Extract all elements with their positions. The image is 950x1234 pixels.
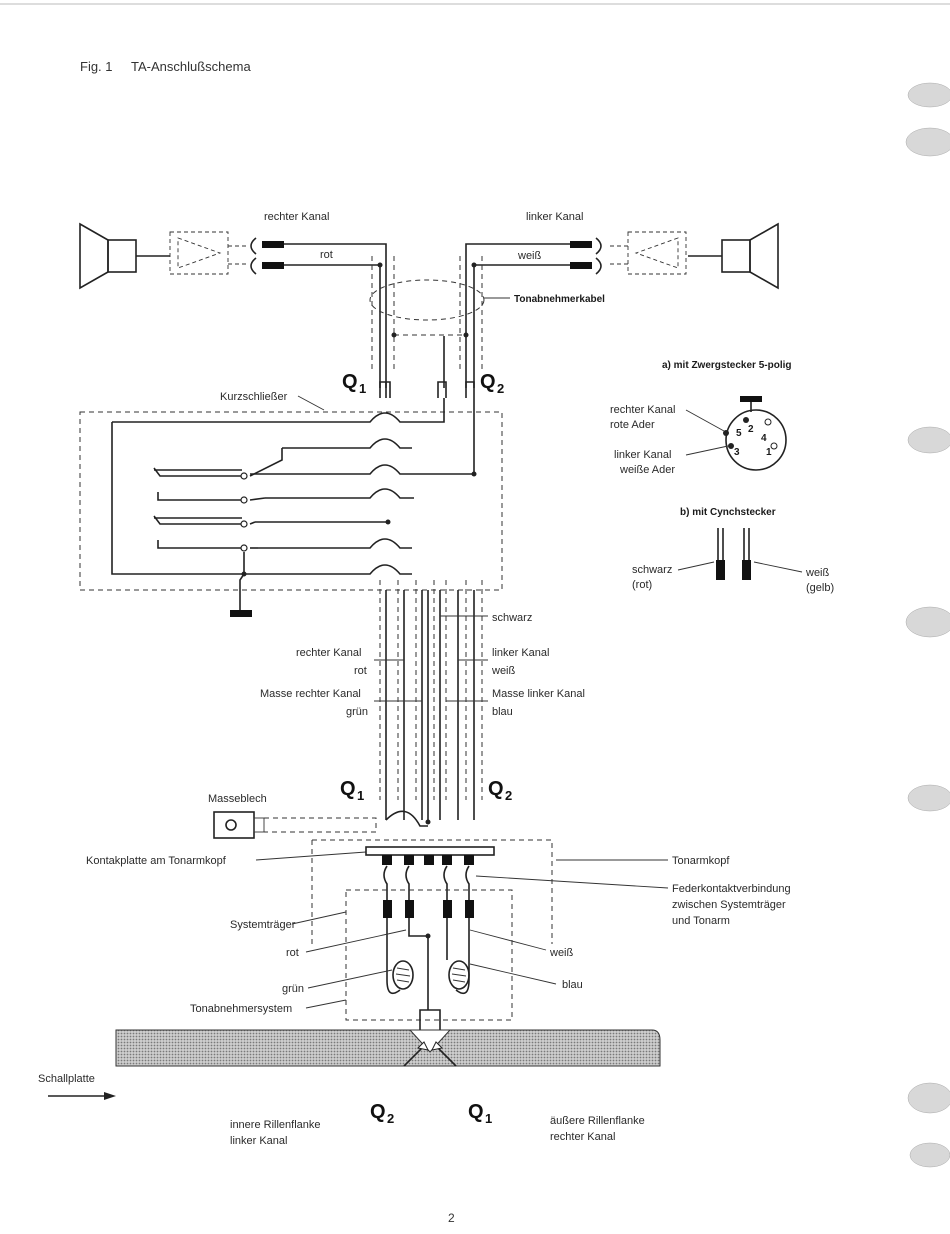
inner-flank-line1: innere Rillenflanke	[230, 1119, 321, 1131]
cartridge-label: Tonabnehmersystem	[190, 1003, 292, 1015]
right-amplifier-icon	[169, 231, 257, 275]
contact-plate	[365, 846, 495, 856]
switch-contacts	[153, 448, 283, 617]
figure-label: Fig. 1	[80, 59, 113, 74]
figure-title: TA-Anschlußschema	[131, 59, 251, 74]
q1-top-sub: 1	[359, 381, 366, 396]
cable-red: rot	[354, 665, 367, 677]
pin-2: 2	[748, 424, 754, 435]
spring-contact-line2: zwischen Systemträger	[672, 899, 786, 911]
connector-a-right-channel: rechter Kanal	[610, 404, 675, 416]
pin-5: 5	[736, 428, 742, 439]
cable-green: grün	[346, 706, 368, 718]
connector-b-white: weiß	[805, 567, 830, 579]
cable-right-channel: rechter Kanal	[296, 647, 361, 659]
contact-plate-label: Kontakplatte am Tonarmkopf	[86, 855, 227, 867]
outer-flank-line2: rechter Kanal	[550, 1131, 615, 1143]
pin-1: 1	[766, 447, 772, 458]
tonearm-cable	[379, 580, 483, 820]
cable-label: Tonabnehmerkabel	[514, 294, 605, 305]
plug-right-signal	[262, 241, 284, 248]
top-left-channel-label: linker Kanal	[526, 211, 583, 223]
cable-right-ground: Masse rechter Kanal	[260, 688, 361, 700]
right-speaker-icon	[688, 222, 779, 290]
system-blue-label: blau	[562, 979, 583, 991]
pin-3: 3	[734, 447, 740, 458]
cable-left-ground: Masse linker Kanal	[492, 688, 585, 700]
coil-icon	[392, 960, 470, 990]
outer-flank-line1: äußere Rillenflanke	[550, 1115, 645, 1127]
record-surface	[115, 1029, 661, 1067]
cinch-plug-icon	[716, 528, 751, 580]
record-label: Schallplatte	[38, 1073, 95, 1085]
connector-b-black: schwarz	[632, 564, 672, 576]
top-white-label: weiß	[517, 250, 542, 262]
arrow-right-icon	[104, 1092, 116, 1100]
connector-b-yellow: (gelb)	[806, 582, 834, 594]
connector-a-left-channel: linker Kanal	[614, 449, 671, 461]
cartridge-pins	[383, 900, 474, 1010]
system-green-label: grün	[282, 983, 304, 995]
q1-mid-label: Q	[340, 778, 356, 800]
q1-bottom-sub: 1	[485, 1111, 492, 1126]
page-number: 2	[448, 1211, 455, 1225]
q2-mid-label: Q	[488, 778, 504, 800]
left-speaker-icon	[79, 222, 170, 290]
cable-white: weiß	[491, 665, 516, 677]
inner-flank-line2: linker Kanal	[230, 1135, 287, 1147]
system-red-label: rot	[286, 947, 299, 959]
connector-b-red: (rot)	[632, 579, 652, 591]
din-plug-icon: 5 2 4 3 1	[723, 396, 787, 471]
left-amplifier-icon	[595, 231, 687, 275]
tonearm-head-label: Tonarmkopf	[672, 855, 730, 867]
ground-plate-icon	[213, 810, 431, 839]
record-groove	[408, 1029, 452, 1053]
cable-black-label: schwarz	[492, 612, 532, 624]
q2-mid-sub: 2	[505, 788, 512, 803]
top-right-channel-label: rechter Kanal	[264, 211, 329, 223]
force-arrows	[403, 1041, 457, 1067]
connector-a-white-wire: weiße Ader	[619, 464, 675, 476]
q1-bottom-label: Q	[468, 1101, 484, 1123]
q2-bottom-sub: 2	[387, 1111, 394, 1126]
ground-plate-label: Masseblech	[208, 793, 267, 805]
q2-top-sub: 2	[497, 381, 504, 396]
spring-contact-line3: und Tonarm	[672, 915, 730, 927]
connector-b-title: b) mit Cynchstecker	[680, 507, 776, 518]
system-carrier-label: Systemträger	[230, 919, 296, 931]
connector-a-title: a) mit Zwergstecker 5-polig	[662, 360, 791, 371]
q2-bottom-label: Q	[370, 1101, 386, 1123]
spring-contact-line1: Federkontaktverbindung	[672, 883, 791, 895]
plug-right-ground	[262, 262, 284, 269]
binder-holes	[905, 82, 950, 1168]
q1-mid-sub: 1	[357, 788, 364, 803]
cable-blue: blau	[492, 706, 513, 718]
cable-left-channel: linker Kanal	[492, 647, 549, 659]
q1-top-label: Q	[342, 371, 358, 393]
top-red-label: rot	[320, 249, 333, 261]
spring-contacts	[382, 855, 474, 900]
q2-top-label: Q	[480, 371, 496, 393]
short-circuit-label: Kurzschließer	[220, 391, 288, 403]
plug-left-signal	[570, 241, 592, 248]
input-jacks	[379, 381, 475, 398]
plug-left-ground	[570, 262, 592, 269]
connector-a-red-wire: rote Ader	[610, 419, 655, 431]
pin-4: 4	[761, 433, 767, 444]
system-white-label: weiß	[549, 947, 574, 959]
